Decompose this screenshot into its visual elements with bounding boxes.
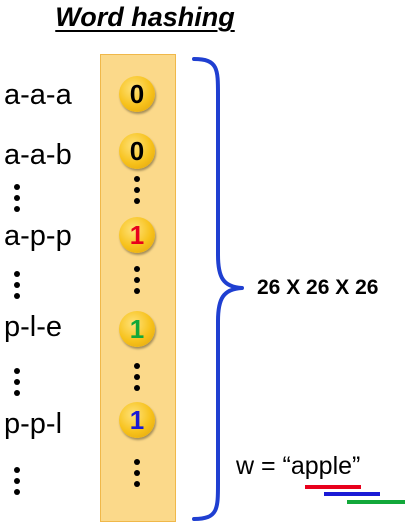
trigram-underline-green: [347, 500, 405, 504]
left-ellipsis-4: [12, 467, 22, 497]
value-circle-ple: 1: [119, 311, 155, 347]
diagram-title: Word hashing: [55, 2, 235, 32]
column-ellipsis-4: [132, 459, 142, 489]
trigram-label-aab: a-a-b: [4, 139, 72, 171]
value-text: 1: [129, 220, 145, 250]
left-ellipsis-3: [12, 368, 22, 398]
value-text: 0: [129, 79, 145, 109]
value-text: 0: [129, 136, 145, 166]
value-circle-app: 1: [119, 217, 155, 253]
trigram-underline-red: [305, 485, 361, 489]
brace-path: [192, 57, 244, 521]
value-text: 1: [129, 314, 145, 344]
value-circle-ppl: 1: [119, 402, 155, 438]
trigram-label-aaa: a-a-a: [4, 79, 72, 111]
value-circle-aaa: 0: [119, 76, 155, 112]
trigram-label-app: a-p-p: [4, 220, 72, 252]
word-example: w = “apple”: [236, 452, 361, 480]
left-ellipsis-1: [12, 184, 22, 214]
left-ellipsis-2: [12, 271, 22, 301]
trigram-label-ppl: p-p-l: [4, 408, 63, 440]
trigram-underline-blue: [324, 492, 380, 496]
column-ellipsis-1: [132, 176, 142, 206]
dimension-label: 26 X 26 X 26: [257, 276, 379, 299]
curly-brace: [192, 57, 244, 521]
value-text: 1: [129, 405, 145, 435]
column-ellipsis-2: [132, 266, 142, 296]
trigram-label-ple: p-l-e: [4, 311, 63, 343]
hash-vector-column: [100, 54, 176, 522]
value-circle-aab: 0: [119, 133, 155, 169]
column-ellipsis-3: [132, 363, 142, 393]
